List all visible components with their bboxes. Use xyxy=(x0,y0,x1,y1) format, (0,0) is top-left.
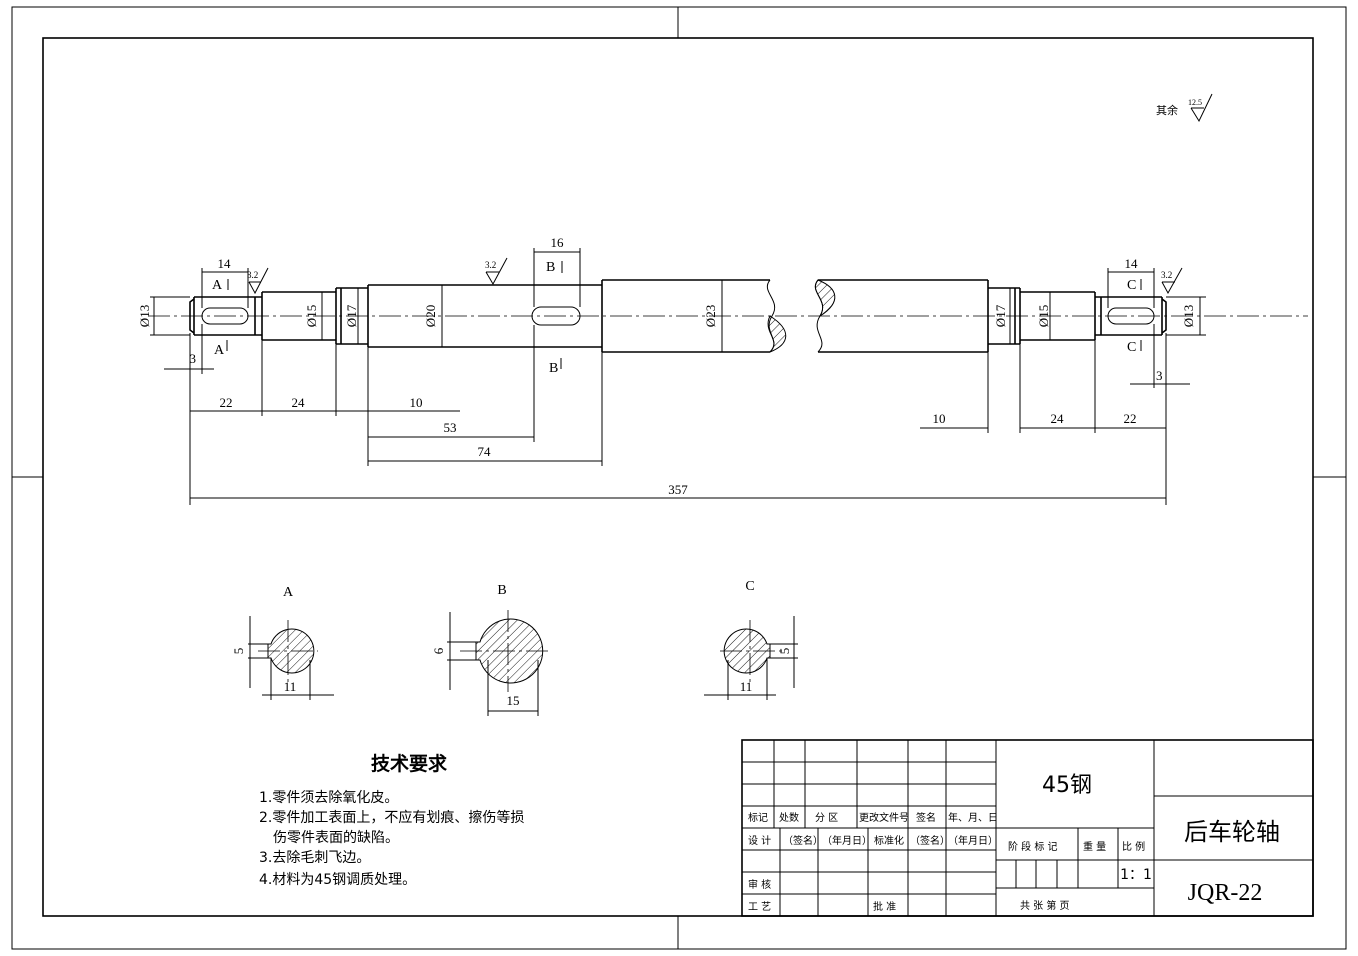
tb-weight: 重 量 xyxy=(1083,840,1106,853)
length-dims: 22 24 10 53 74 10 24 22 357 xyxy=(189,325,1167,505)
tb-standard: 标准化 xyxy=(874,834,904,847)
tb-part-name: 后车轮轴 xyxy=(1184,818,1280,846)
dim-keyway-a-length: 14 xyxy=(218,256,232,271)
tech-req-item-2: 2.零件加工表面上，不应有划痕、擦伤等损 xyxy=(259,809,524,826)
keyway-b xyxy=(531,306,581,326)
section-c-label: C xyxy=(745,579,754,594)
tech-req-item-1: 1.零件须去除氧化皮。 xyxy=(259,790,398,806)
tb-material: 45钢 xyxy=(1042,773,1092,798)
dim-d20: Ø20 xyxy=(423,305,438,327)
dim-len-74: 74 xyxy=(478,444,492,459)
dim-offset-left: 3 xyxy=(190,351,197,366)
tech-req-item-3: 3.去除毛刺飞边。 xyxy=(259,850,370,866)
dim-d15-right: Ø15 xyxy=(1036,305,1051,327)
tb-label-date: 年、月、日 xyxy=(948,811,998,824)
dim-keyway-c-length: 14 xyxy=(1125,256,1139,271)
section-b-key: 6 xyxy=(431,647,446,654)
cut-c-top: C xyxy=(1127,278,1136,293)
tb-process: 工 艺 xyxy=(748,901,771,913)
section-b-width: 15 xyxy=(507,693,520,708)
cut-a-bottom: A xyxy=(214,343,225,358)
tech-req-item-4: 4.材料为45钢调质处理。 xyxy=(259,872,416,888)
tb-label-change-doc: 更改文件号 xyxy=(859,811,909,824)
tb-review: 审 核 xyxy=(748,878,771,891)
dim-len-24-left: 24 xyxy=(292,395,306,410)
keyway-c xyxy=(1107,307,1155,325)
dim-len-22-right: 22 xyxy=(1124,411,1137,426)
dim-len-24-right: 24 xyxy=(1051,411,1065,426)
tech-req-title: 技术要求 xyxy=(371,752,448,775)
tb-label-zone: 分 区 xyxy=(815,812,838,824)
roughness-right: 3.2 xyxy=(1161,270,1172,280)
cut-a-top: A xyxy=(212,278,223,293)
section-view-b: B 6 15 xyxy=(431,583,552,716)
tb-label-count: 处数 xyxy=(779,811,799,824)
dim-d13-left: Ø13 xyxy=(137,305,152,327)
outer-frame xyxy=(11,6,1347,950)
dim-d17-left: Ø17 xyxy=(344,304,359,327)
roughness-note-value: 12.5 xyxy=(1188,98,1202,107)
technical-requirements: 技术要求 1.零件须去除氧化皮。 2.零件加工表面上，不应有划痕、擦伤等损 伤零… xyxy=(259,752,524,888)
shaft-outline xyxy=(189,279,1167,353)
dim-offset-right: 3 xyxy=(1156,368,1163,383)
section-c-width: 11 xyxy=(740,679,753,694)
cut-c-bottom: C xyxy=(1127,340,1136,355)
section-a-key: 5 xyxy=(231,648,246,655)
section-c-key: 5 xyxy=(777,648,792,655)
roughness-mid: 3.2 xyxy=(485,260,496,270)
dim-d17-right: Ø17 xyxy=(993,304,1008,327)
tb-ratio: 比 例 xyxy=(1122,840,1145,853)
cut-b-top: B xyxy=(546,260,555,275)
dim-len-53: 53 xyxy=(444,420,457,435)
break-hatch-right xyxy=(815,279,836,317)
dim-len-10-left: 10 xyxy=(410,395,423,410)
tb-drawing-number: JQR-22 xyxy=(1188,880,1263,906)
section-view-a: A 5 11 xyxy=(231,585,334,700)
keyway-a xyxy=(201,307,249,325)
tb-approve: 批 准 xyxy=(873,900,896,913)
inner-frame xyxy=(42,37,1314,917)
roughness-symbols: 3.2 3.2 3.2 xyxy=(247,257,1183,295)
tb-label-mark: 标记 xyxy=(748,812,768,824)
tb-date2: （年月日） xyxy=(948,834,998,847)
frame-center-marks xyxy=(12,7,1346,949)
tb-design: 设 计 xyxy=(748,834,771,847)
dim-total-length: 357 xyxy=(668,482,688,497)
roughness-left: 3.2 xyxy=(247,270,258,280)
dim-len-22-left: 22 xyxy=(220,395,233,410)
section-a-label: A xyxy=(283,585,294,600)
break-hatch-left xyxy=(767,315,787,353)
dim-d13-right: Ø13 xyxy=(1181,305,1196,327)
tb-date1: （年月日） xyxy=(822,834,872,847)
dim-d15-left: Ø15 xyxy=(304,305,319,327)
offset-dims: 3 3 xyxy=(164,324,1190,388)
diameter-dims: Ø13 Ø15 Ø17 Ø20 Ø23 Ø17 Ø15 Ø13 xyxy=(137,280,1206,352)
dim-len-10-right: 10 xyxy=(933,411,946,426)
tb-scale: 1：1 xyxy=(1120,867,1152,883)
section-view-c: C 5 11 xyxy=(704,579,798,700)
section-a-width: 11 xyxy=(284,679,297,694)
tb-stage: 阶 段 标 记 xyxy=(1008,840,1058,853)
section-b-label: B xyxy=(497,583,506,598)
roughness-note-prefix: 其余 xyxy=(1156,103,1178,117)
cut-b-bottom: B xyxy=(549,361,558,376)
tb-sign1: （签名） xyxy=(783,834,823,847)
section-markers: A A B B C C xyxy=(212,260,1142,376)
tb-sheets: 共 张 第 页 xyxy=(1020,899,1070,912)
tb-sign2: （签名） xyxy=(910,834,950,847)
tech-req-item-2b: 伤零件表面的缺陷。 xyxy=(273,830,399,846)
keyway-length-dims: 14 16 14 xyxy=(201,235,1155,308)
title-block: 标记 处数 分 区 更改文件号 签名 年、月、日 设 计 （签名） （年月日） … xyxy=(741,739,1314,917)
tb-label-sign: 签名 xyxy=(916,811,936,824)
dim-d23: Ø23 xyxy=(703,305,718,327)
surface-roughness-note: 其余 12.5 xyxy=(1156,93,1213,123)
dim-keyway-b-length: 16 xyxy=(551,235,565,250)
